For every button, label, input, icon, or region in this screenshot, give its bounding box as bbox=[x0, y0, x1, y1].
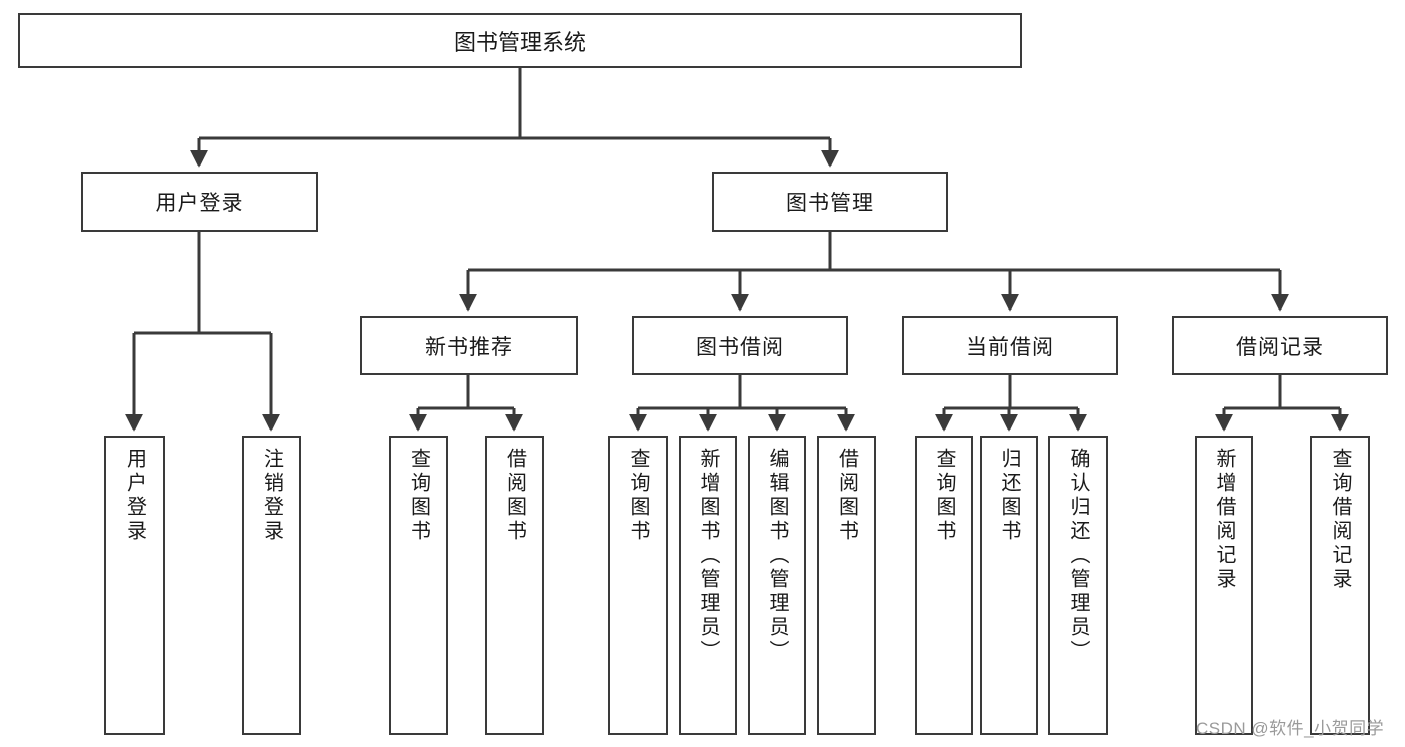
node-leaf-borrow-add[interactable]: 新增图书（管理员） bbox=[679, 436, 737, 735]
node-borrow-record-label: 借阅记录 bbox=[1236, 335, 1324, 359]
node-leaf-borrow-edit-label: 编辑图书（管理员） bbox=[766, 448, 788, 664]
node-leaf-cur-query[interactable]: 查询图书 bbox=[915, 436, 973, 735]
node-leaf-borrow-lend-label: 借阅图书 bbox=[835, 448, 858, 544]
node-leaf-rec-search[interactable]: 查询借阅记录 bbox=[1310, 436, 1370, 735]
node-book-manage[interactable]: 图书管理 bbox=[712, 172, 948, 232]
node-leaf-rec-borrow-label: 借阅图书 bbox=[503, 448, 526, 544]
node-leaf-rec-borrow[interactable]: 借阅图书 bbox=[485, 436, 544, 735]
node-book-manage-label: 图书管理 bbox=[786, 192, 874, 215]
node-book-borrow-label: 图书借阅 bbox=[696, 335, 784, 359]
node-book-borrow[interactable]: 图书借阅 bbox=[632, 316, 848, 375]
node-leaf-user-login-label: 用户登录 bbox=[123, 448, 146, 544]
node-root[interactable]: 图书管理系统 bbox=[18, 13, 1022, 68]
node-leaf-cur-confirm[interactable]: 确认归还（管理员） bbox=[1048, 436, 1108, 735]
node-new-book-rec-label: 新书推荐 bbox=[425, 335, 513, 359]
node-current-borrow[interactable]: 当前借阅 bbox=[902, 316, 1118, 375]
node-current-borrow-label: 当前借阅 bbox=[966, 335, 1054, 359]
node-borrow-record[interactable]: 借阅记录 bbox=[1172, 316, 1388, 375]
node-leaf-rec-add-label: 新增借阅记录 bbox=[1213, 448, 1235, 592]
node-root-label: 图书管理系统 bbox=[453, 29, 586, 55]
node-user-login[interactable]: 用户登录 bbox=[81, 172, 318, 232]
node-leaf-user-login[interactable]: 用户登录 bbox=[104, 436, 165, 735]
node-leaf-rec-search-label: 查询借阅记录 bbox=[1329, 448, 1351, 592]
node-new-book-rec[interactable]: 新书推荐 bbox=[360, 316, 578, 375]
watermark: CSDN @软件_小贺同学 bbox=[1196, 719, 1385, 738]
node-leaf-rec-query-label: 查询图书 bbox=[407, 448, 430, 544]
node-user-login-label: 用户登录 bbox=[155, 192, 244, 215]
node-leaf-borrow-query-label: 查询图书 bbox=[627, 448, 649, 544]
node-leaf-cur-confirm-label: 确认归还（管理员） bbox=[1067, 448, 1089, 664]
node-leaf-borrow-lend[interactable]: 借阅图书 bbox=[817, 436, 876, 735]
node-leaf-cur-return-label: 归还图书 bbox=[998, 448, 1020, 544]
node-leaf-user-logout-label: 注销登录 bbox=[260, 448, 283, 544]
node-leaf-user-logout[interactable]: 注销登录 bbox=[242, 436, 301, 735]
node-leaf-borrow-edit[interactable]: 编辑图书（管理员） bbox=[748, 436, 806, 735]
node-leaf-cur-query-label: 查询图书 bbox=[933, 448, 955, 544]
node-leaf-rec-query[interactable]: 查询图书 bbox=[389, 436, 448, 735]
node-leaf-borrow-query[interactable]: 查询图书 bbox=[608, 436, 668, 735]
node-leaf-borrow-add-label: 新增图书（管理员） bbox=[697, 448, 719, 664]
node-leaf-cur-return[interactable]: 归还图书 bbox=[980, 436, 1038, 735]
node-leaf-rec-add[interactable]: 新增借阅记录 bbox=[1195, 436, 1253, 735]
